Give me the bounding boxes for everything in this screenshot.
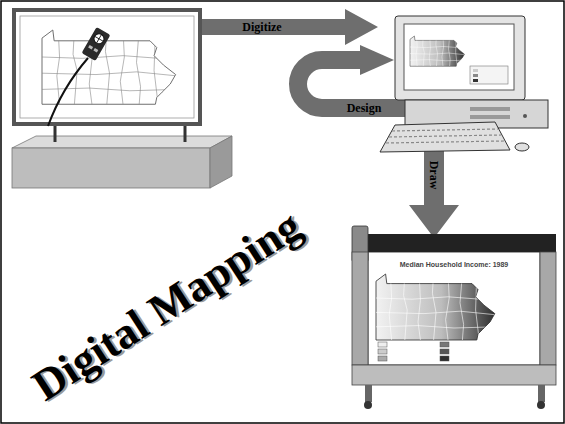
digitizing-board-part [14,10,200,124]
plotter-part-part [376,274,496,340]
computer-monitor-part-part [410,36,464,66]
digitizer-puck-part [48,58,88,126]
digitizer-puck [48,27,110,126]
digitizer-puck-part-part [92,32,106,46]
plotter-part [352,252,368,365]
plotter-part [378,356,387,361]
plotter-part [440,356,449,361]
design-arrow-part [360,45,394,75]
digitizer-puck-part-part [88,45,93,50]
plotter-part [440,349,449,354]
keyboard [380,122,510,152]
digitizing-board [14,10,200,124]
computer-case-part [470,107,510,111]
board-base-part [12,148,210,188]
board-base [12,136,232,188]
computer-monitor-part [404,24,514,90]
plotter [352,226,556,409]
plotter-part [368,252,540,365]
digitizer-puck-part-part [82,27,111,61]
arrow-label: Draw [428,161,440,190]
plotter-part [378,349,387,354]
plotter-part [538,385,545,402]
computer-monitor-part [410,36,465,66]
digitizing-board-part-part [42,30,176,104]
keyboard-part [386,129,504,143]
computer-monitor-part [470,66,508,84]
plotter-part [352,365,556,385]
computer-monitor-part-part [410,36,465,66]
board-base-part [210,136,232,188]
board-base-part [12,136,232,148]
computer-case-part [523,114,527,118]
digitizer-puck-part-part [97,34,102,43]
plotter-part-part [376,274,495,340]
plotter-part [365,385,372,402]
board-legs-part [54,124,57,142]
digitizer-puck-part-part [93,48,98,53]
plotter-part [364,401,372,409]
plotter-part [352,234,556,252]
plot-title: Median Household Income: 1989 [400,261,509,268]
diagram-title: Digital Mapping [25,203,308,408]
board-legs [55,124,185,142]
computer-case-part [470,115,510,119]
digitize-arrow [202,9,378,45]
draw-arrow [409,140,459,238]
digitizing-board-part [20,16,194,118]
plotter-part [376,274,496,340]
arrow-label: Digitize [242,21,281,33]
computer-monitor-part [473,69,478,72]
computer-monitor-part [473,74,478,77]
plotter-part [378,342,387,347]
board-legs-part [184,124,187,142]
computer-monitor-part [473,79,478,82]
keyboard-part [380,122,510,152]
computer-monitor [395,16,525,100]
plotter-part [540,252,556,365]
plotter-part [537,401,545,409]
arrow-label: Design [347,102,382,114]
digitizer-puck-part [82,27,111,61]
mouse [515,143,529,151]
computer-monitor-part [395,16,525,100]
plotter-part [440,342,449,347]
